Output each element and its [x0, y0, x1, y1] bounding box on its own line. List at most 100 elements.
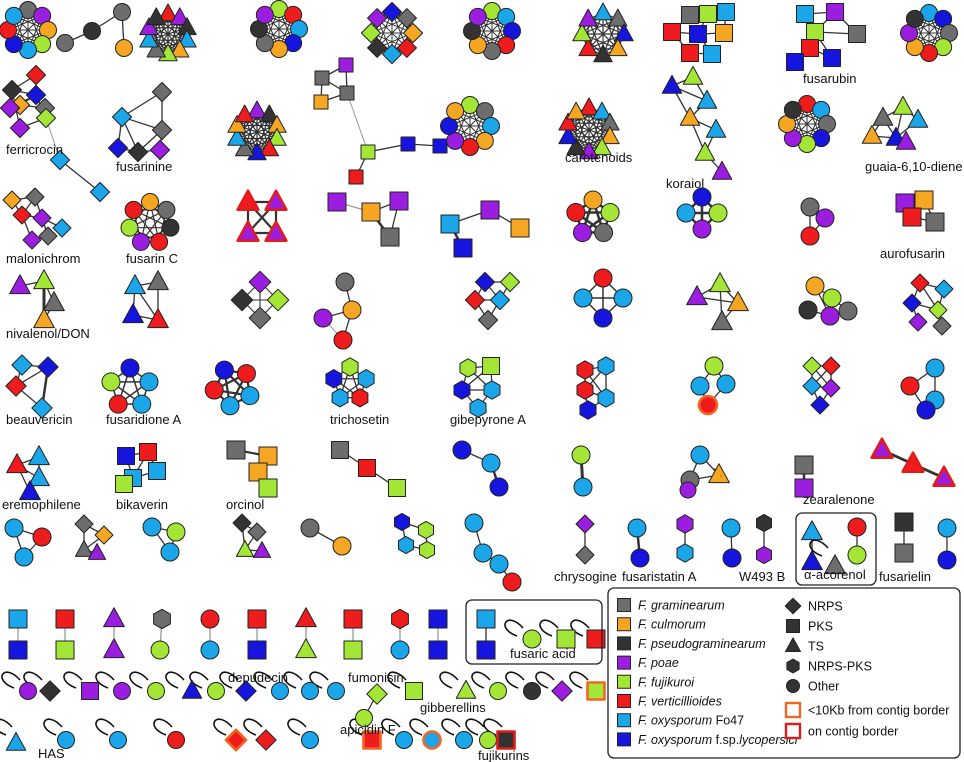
fujikuroi-diamond-node [35, 107, 57, 129]
poae-square-node [338, 57, 354, 73]
poae-circle-node [679, 481, 697, 499]
lycopersici-circle-node [722, 548, 742, 568]
fujikuroi-square-node [556, 629, 576, 649]
graminearum-circle-node [113, 3, 131, 21]
poae-triangle-node [87, 543, 107, 560]
fo47-circle-node [395, 731, 413, 749]
fo47-hexagon-node [398, 535, 414, 555]
culmorum-square-node [914, 190, 934, 210]
verticillioides-circle-node [167, 731, 185, 749]
self-loop [809, 539, 829, 557]
pseudograminearum-triangle-node [566, 137, 586, 156]
lycopersici-triangle-node [19, 480, 41, 501]
culmorum-square-node [313, 94, 329, 110]
lycopersici-square-node [823, 49, 841, 67]
legend-shape-diamond [784, 597, 802, 615]
fo47-triangle-node [592, 101, 612, 120]
label-fusarinine: fusarinine [116, 159, 172, 174]
fujikuroi-circle-node [120, 218, 139, 237]
fo47-circle-node [390, 640, 410, 660]
label-gibepyrone: gibepyrone A [450, 412, 526, 427]
lycopersici-hexagon-node [453, 380, 471, 400]
fo47-circle-node [139, 372, 159, 392]
lycopersici-hexagon-node [325, 369, 343, 389]
label-ferricrocin: ferricrocin [6, 142, 63, 157]
self-loop [283, 671, 303, 689]
lycopersici-circle-node [214, 360, 234, 380]
fo47-triangle-node [696, 89, 718, 109]
fujikuroi-circle-node [822, 288, 842, 308]
fo47-square-node [796, 5, 814, 23]
lycopersici-diamond-node [902, 293, 922, 313]
legend-species-graminearum: F. graminearum [638, 599, 725, 613]
fujikuroi-square-node [388, 479, 406, 497]
label-chrysogine: chrysogine [554, 569, 617, 584]
fo47-circle-node [327, 682, 345, 700]
poae-diamond-node [575, 514, 595, 534]
fo47-triangle-node [177, 29, 197, 48]
graminearum-diamond-node [396, 8, 417, 29]
poae-triangle-node [870, 437, 894, 459]
box-layer [465, 512, 961, 759]
pseudograminearum-triangle-node [259, 104, 280, 123]
verticillioides-diamond-node [464, 289, 486, 311]
fujikuroi-circle-node [101, 372, 121, 392]
fujikuroi-hexagon-node [419, 540, 435, 560]
fujikuroi-triangle-node [694, 141, 716, 161]
verticillioides-hexagon-node [351, 388, 369, 408]
self-loop [63, 671, 83, 689]
verticillioides-square-node [362, 730, 382, 750]
label-fumonisin: fumonisin [348, 670, 404, 685]
legend-shape-label-circle: Other [808, 680, 839, 694]
poae-triangle-node [103, 638, 125, 659]
self-loop [381, 718, 401, 736]
poae-square-node [389, 191, 409, 211]
label-fusaridione: fusaridione A [106, 412, 181, 427]
verticillioides-diamond-node [5, 375, 27, 397]
lycopersici-square-node [8, 640, 28, 660]
graminearum-square-node [314, 70, 330, 86]
fo47-circle-node [473, 543, 493, 563]
pseudograminearum-diamond-node [1, 79, 23, 101]
verticillioides-square-node [663, 23, 681, 41]
graminearum-diamond-node [247, 522, 267, 542]
culmorum-triangle-node [566, 101, 586, 120]
culmorum-square-node [258, 446, 278, 466]
poae-diamond-node [248, 270, 272, 294]
graminearum-diamond-node [575, 545, 595, 565]
lycopersici-diamond-node [107, 137, 129, 159]
poae-triangle-node [170, 7, 190, 26]
lycopersici-square-node [432, 138, 448, 154]
fo47-circle-node [14, 547, 34, 567]
label-guaia: guaia-6,10-diene [865, 159, 963, 174]
culmorum-triangle-node [170, 39, 190, 58]
poae-triangle-node [103, 607, 125, 628]
fujikuroi-triangle-node [455, 679, 477, 699]
self-loop [504, 619, 524, 637]
culmorum-circle-node [446, 102, 465, 121]
fo47-circle-node [573, 288, 593, 308]
culmorum-circle-node [805, 276, 825, 296]
fo47-triangle-node [801, 520, 823, 541]
graminearum-diamond-node [932, 316, 952, 336]
fujikuroi-triangle-node [295, 638, 317, 659]
graminearum-circle-node [157, 200, 176, 219]
lycopersici-circle-node [937, 550, 957, 570]
verticillioides-triangle-node [158, 3, 178, 22]
pseudograminearum-hexagon-node [756, 513, 772, 533]
lycopersici-diamond-node [810, 395, 830, 415]
self-loop [387, 671, 407, 689]
culmorum-triangle-node [727, 291, 749, 312]
verticillioides-triangle-node [558, 112, 578, 131]
self-loop [471, 671, 491, 689]
fujikuroi-diamond-node [360, 22, 382, 44]
lycopersici-triangle-node [661, 74, 683, 94]
label-aurofusarin: aurofusarin [880, 246, 945, 261]
label-gibberellins: gibberellins [420, 700, 486, 715]
fo47-diamond-node [381, 43, 403, 65]
legend-species-pseudograminearum: F. pseudograminearum [638, 637, 766, 651]
graminearum-square-node [925, 212, 945, 232]
poae-triangle-node [578, 8, 598, 27]
verticillioides-diamond-node [396, 37, 417, 58]
